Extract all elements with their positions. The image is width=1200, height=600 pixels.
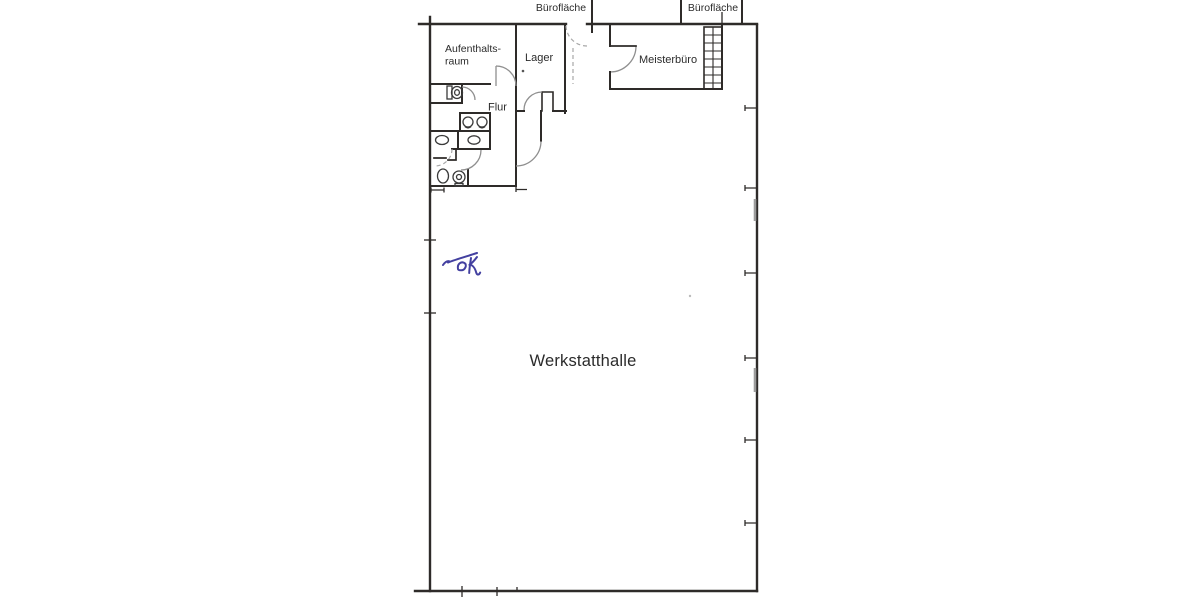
sink-icon (476, 116, 488, 129)
hall-exit-door-arc (515, 140, 542, 167)
dashed-door-arcs (434, 25, 588, 167)
basin-icon (434, 134, 450, 146)
sink-icon (462, 116, 474, 129)
dimension-marks-service-block (430, 187, 527, 193)
room-label-flur: Flur (488, 102, 507, 114)
room-label-breakroom-line1: Aufenthalts- (445, 43, 502, 55)
top-entry-door-arc (565, 25, 588, 47)
dimension-ticks-left-wall (424, 239, 436, 314)
upper-office-walls (591, 0, 743, 33)
lager-door-arc (523, 91, 543, 111)
toilet-icon (446, 85, 464, 100)
room-label-werkstatthalle: Werkstatthalle (529, 352, 636, 370)
room-label-lager: Lager (525, 52, 553, 64)
door-swing-arcs (460, 45, 637, 171)
lower-step-walls (433, 148, 457, 161)
wc2-door-arc (460, 149, 482, 171)
service-block-walls (429, 23, 567, 187)
sanitary-fixtures (434, 85, 488, 187)
signature-mark (442, 252, 482, 276)
toilet-icon (452, 170, 466, 187)
hatched-shaft (703, 26, 723, 90)
dimension-ticks-bottom-wall (461, 586, 518, 597)
lager-door-frame (541, 91, 554, 112)
basin-icon (467, 135, 481, 145)
meister-door-arc (609, 45, 637, 73)
mid-wall (429, 130, 491, 150)
room-label-office-right: Bürofläche (688, 2, 738, 14)
lager-dot-mark (521, 69, 525, 73)
outer-walls (413, 15, 759, 593)
room-label-office-left: Bürofläche (536, 2, 586, 14)
dimension-ticks-right-wall (744, 105, 757, 526)
wc1-door-arc (461, 86, 476, 101)
lounge-door-arc (495, 65, 517, 87)
room-label-meisterbuero: Meisterbüro (639, 54, 697, 66)
room-label-breakroom-line2: raum (445, 56, 469, 68)
lower-room-dashed-arc (434, 148, 453, 167)
scan-speck (688, 294, 692, 298)
basin-icon (436, 168, 450, 184)
